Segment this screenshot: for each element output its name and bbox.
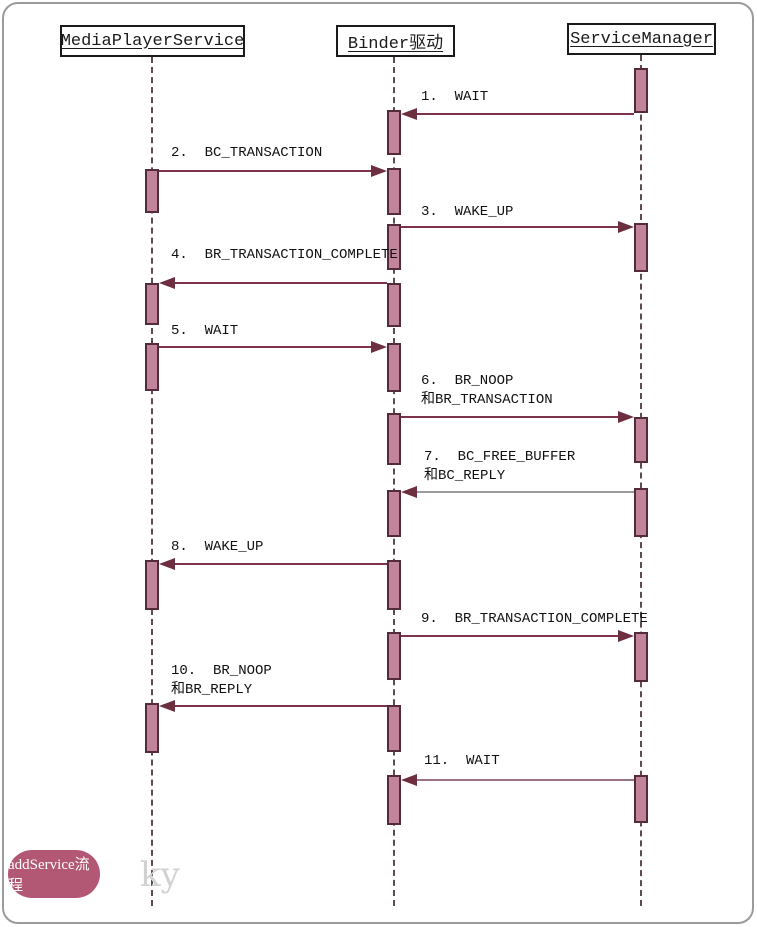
lifeline-mediaplayerservice	[151, 57, 153, 906]
participant-label: MediaPlayerService	[60, 31, 245, 51]
lifeline-servicemanager	[640, 55, 642, 906]
message-line-7	[409, 491, 634, 493]
message-label-8: 8. WAKE_UP	[171, 538, 263, 557]
message-label-line: 10. BR_NOOP	[171, 663, 272, 679]
message-label-4: 4. BR_TRANSACTION_COMPLETE	[171, 246, 398, 265]
flow-title-label: addService流程	[8, 857, 90, 894]
activation-bar-binder-driver	[387, 413, 401, 465]
activation-bar-mediaplayerservice	[145, 343, 159, 391]
activation-bar-binder-driver	[387, 490, 401, 537]
activation-bar-mediaplayerservice	[145, 283, 159, 325]
activation-bar-servicemanager	[634, 488, 648, 537]
message-line-3	[401, 226, 626, 228]
message-line-4	[167, 282, 387, 284]
message-line-1	[409, 113, 634, 115]
message-label-9: 9. BR_TRANSACTION_COMPLETE	[421, 610, 648, 629]
activation-bar-binder-driver	[387, 705, 401, 752]
message-line-10	[167, 705, 387, 707]
participant-box-servicemanager: ServiceManager	[567, 23, 716, 55]
message-line-2	[159, 170, 379, 172]
activation-bar-binder-driver	[387, 343, 401, 392]
message-label-line: 和BR_REPLY	[171, 682, 253, 698]
message-label-line: 和BR_TRANSACTION	[421, 392, 553, 408]
message-line-5	[159, 346, 379, 348]
message-arrowhead-8	[159, 558, 175, 570]
flow-title-badge: addService流程	[8, 850, 100, 898]
activation-bar-binder-driver	[387, 168, 401, 215]
activation-bar-binder-driver	[387, 224, 401, 270]
message-label-10: 10. BR_NOOP 和BR_REPLY	[171, 662, 272, 700]
participant-box-binder-driver: Binder驱动	[336, 25, 455, 57]
message-arrowhead-7	[401, 486, 417, 498]
message-label-2: 2. BC_TRANSACTION	[171, 144, 322, 163]
message-label-line: 6. BR_NOOP	[421, 373, 514, 389]
activation-bar-servicemanager	[634, 68, 648, 113]
message-label-5: 5. WAIT	[171, 322, 238, 341]
message-arrowhead-10	[159, 700, 175, 712]
activation-bar-servicemanager	[634, 632, 648, 682]
activation-bar-binder-driver	[387, 775, 401, 825]
message-label-line: 和BC_REPLY	[424, 468, 506, 484]
activation-bar-mediaplayerservice	[145, 560, 159, 610]
message-label-line: 11. WAIT	[424, 753, 500, 769]
message-arrowhead-2	[371, 165, 387, 177]
activation-bar-binder-driver	[387, 560, 401, 610]
message-label-line: 8. WAKE_UP	[171, 539, 264, 555]
message-arrowhead-9	[618, 630, 634, 642]
message-label-line: 5. WAIT	[171, 323, 239, 339]
message-line-9	[401, 635, 626, 637]
participant-label: Binder驱动	[347, 35, 444, 54]
participant-box-mediaplayerservice: MediaPlayerService	[60, 25, 245, 57]
activation-bar-mediaplayerservice	[145, 169, 159, 213]
activation-bar-binder-driver	[387, 632, 401, 680]
message-line-8	[167, 563, 387, 565]
activation-bar-binder-driver	[387, 110, 401, 155]
message-label-line: 2. BC_TRANSACTION	[171, 145, 323, 161]
activation-bar-mediaplayerservice	[145, 703, 159, 753]
lifeline-binder-driver	[393, 57, 395, 906]
message-label-7: 7. BC_FREE_BUFFER 和BC_REPLY	[424, 448, 575, 486]
message-arrowhead-6	[618, 411, 634, 423]
message-label-line: 4. BR_TRANSACTION_COMPLETE	[171, 247, 398, 263]
message-arrowhead-4	[159, 277, 175, 289]
activation-bar-servicemanager	[634, 775, 648, 823]
message-label-line: 9. BR_TRANSACTION_COMPLETE	[421, 611, 648, 627]
activation-bar-binder-driver	[387, 283, 401, 327]
message-label-line: 7. BC_FREE_BUFFER	[424, 449, 576, 465]
message-line-11	[409, 779, 634, 781]
participant-label: ServiceManager	[570, 29, 713, 49]
message-label-11: 11. WAIT	[424, 752, 500, 771]
watermark-text: ky	[140, 855, 180, 895]
message-label-line: 3. WAKE_UP	[421, 204, 514, 220]
activation-bar-servicemanager	[634, 417, 648, 463]
message-label-3: 3. WAKE_UP	[421, 203, 513, 222]
message-line-6	[401, 416, 626, 418]
message-arrowhead-11	[401, 774, 417, 786]
activation-bar-servicemanager	[634, 223, 648, 272]
message-label-6: 6. BR_NOOP 和BR_TRANSACTION	[421, 372, 553, 410]
message-arrowhead-3	[618, 221, 634, 233]
message-label-1: 1. WAIT	[421, 88, 488, 107]
message-label-line: 1. WAIT	[421, 89, 489, 105]
message-arrowhead-1	[401, 108, 417, 120]
message-arrowhead-5	[371, 341, 387, 353]
